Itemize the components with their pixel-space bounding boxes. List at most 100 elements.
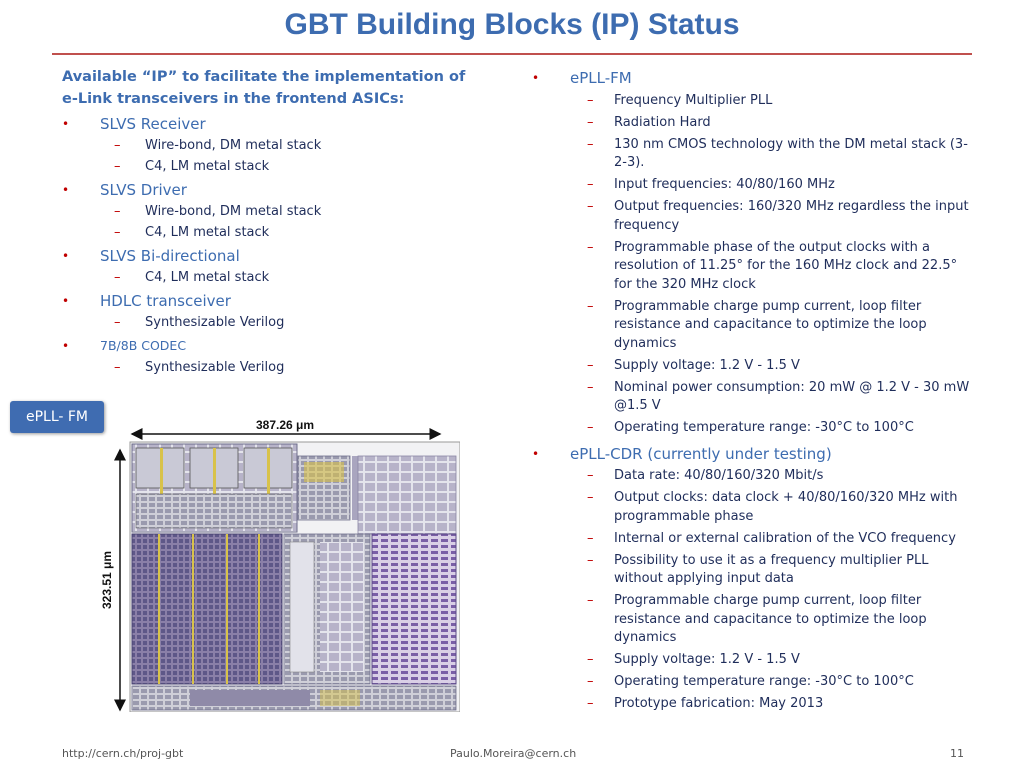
list-item-epll-fm: • ePLL-FM — [532, 68, 972, 88]
list-item-slvs-bidirectional: • SLVS Bi-directional — [62, 246, 482, 266]
dash-icon: – — [114, 225, 121, 240]
sub-item: – Radiation Hard — [532, 114, 972, 133]
dash-icon: – — [587, 379, 594, 395]
sub-item-text: Radiation Hard — [614, 114, 711, 130]
bullet-icon: • — [62, 117, 70, 131]
sub-item: – Frequency Multiplier PLL — [532, 92, 972, 111]
sub-item-text: Output clocks: data clock + 40/80/160/32… — [614, 490, 958, 524]
sub-item-text: C4, LM metal stack — [145, 270, 270, 285]
dash-icon: – — [587, 298, 594, 314]
item-label: HDLC transceiver — [100, 292, 231, 310]
sub-item: – Operating temperature range: -30°C to 1… — [532, 673, 972, 692]
sub-item-text: Supply voltage: 1.2 V - 1.5 V — [614, 357, 800, 373]
sub-item-text: Programmable charge pump current, loop f… — [614, 593, 927, 645]
bullet-icon: • — [62, 339, 70, 353]
dash-icon: – — [114, 315, 121, 330]
figure-height-label: 323.51 μm — [100, 551, 114, 609]
sub-item-text: Internal or external calibration of the … — [614, 530, 956, 546]
sub-item-text: Frequency Multiplier PLL — [614, 92, 773, 108]
intro-line-1: Available “IP” to facilitate the impleme… — [62, 69, 466, 85]
sub-item: – Input frequencies: 40/80/160 MHz — [532, 176, 972, 195]
dash-icon: – — [587, 490, 594, 505]
dash-icon: – — [587, 696, 594, 711]
bullet-icon: • — [62, 294, 70, 308]
sub-item: – Output frequencies: 160/320 MHz regardl… — [532, 198, 972, 235]
sub-item-text: Operating temperature range: -30°C to 10… — [614, 420, 914, 435]
item-label: SLVS Receiver — [100, 115, 206, 133]
item-label: 7B/8B CODEC — [100, 338, 187, 353]
dash-icon: – — [587, 593, 594, 608]
sub-item: –Programmable phase of the output clocks… — [532, 239, 972, 295]
sub-item-text: Programmable phase of the output clocks … — [614, 239, 958, 292]
dash-icon: – — [587, 552, 594, 568]
footer-url: http://cern.ch/proj-gbt — [62, 747, 184, 760]
sub-item-text: 130 nm CMOS technology with the DM metal… — [614, 136, 968, 171]
dash-icon: – — [114, 159, 121, 174]
dash-icon: – — [587, 357, 594, 373]
figure-width-label: 387.26 μm — [256, 418, 314, 432]
bullet-icon: • — [62, 249, 70, 263]
sub-item-text: Synthesizable Verilog — [145, 360, 285, 375]
sub-item: – Supply voltage: 1.2 V - 1.5 V — [532, 357, 972, 376]
list-item-slvs-driver: • SLVS Driver — [62, 180, 482, 200]
sub-item: – C4, LM metal stack — [62, 269, 482, 287]
sub-item: – Data rate: 40/80/160/320 Mbit/s — [532, 467, 972, 486]
dash-icon: – — [114, 204, 121, 219]
sub-item: – Nominal power consumption: 20 mW @ 1.2 … — [532, 379, 972, 416]
sub-item: – Prototype fabrication: May 2013 — [532, 695, 972, 714]
footer-email: Paulo.Moreira@cern.ch — [450, 747, 577, 760]
sub-item-text: Nominal power consumption: 20 mW @ 1.2 V… — [614, 379, 970, 414]
sub-item: – Synthesizable Verilog — [62, 359, 482, 377]
dash-icon: – — [587, 114, 594, 130]
item-label: SLVS Driver — [100, 181, 187, 199]
sub-item: – Wire-bond, DM metal stack — [62, 203, 482, 221]
sub-item-text: Possibility to use it as a frequency mul… — [614, 552, 929, 587]
list-item-7b8b-codec: • 7B/8B CODEC — [62, 336, 482, 356]
sub-item-text: Operating temperature range: -30°C to 10… — [614, 674, 914, 689]
sub-item-text: Wire-bond, DM metal stack — [145, 204, 322, 219]
sub-item-text: Input frequencies: 40/80/160 MHz — [614, 177, 835, 192]
sub-item: – Internal or external calibration of the… — [532, 530, 972, 549]
dash-icon: – — [587, 177, 594, 192]
sub-item-text: Output frequencies: 160/320 MHz regardle… — [614, 199, 969, 233]
sub-item: –Synthesizable Verilog — [62, 314, 482, 332]
dash-icon: – — [587, 468, 594, 483]
sub-item: – Programmable charge pump current, loop … — [532, 298, 972, 354]
dash-icon: – — [587, 674, 594, 689]
left-intro: Available “IP” to facilitate the impleme… — [62, 66, 482, 110]
right-column: • ePLL-FM – Frequency Multiplier PLL – Rad… — [532, 66, 972, 714]
list-item-epll-cdr: • ePLL-CDR (currently under testing) — [532, 444, 972, 464]
sub-item: – Output clocks: data clock + 40/80/160/3… — [532, 489, 972, 526]
dash-icon: – — [587, 652, 594, 667]
sub-item-text: Data rate: 40/80/160/320 Mbit/s — [614, 468, 824, 483]
dash-icon: – — [587, 199, 594, 214]
sub-item-text: C4, LM metal stack — [145, 159, 270, 174]
sub-item: – Operating temperature range: -30°C to 1… — [532, 419, 972, 438]
bullet-icon: • — [532, 446, 540, 461]
sub-item-text: Programmable charge pump current, loop f… — [614, 298, 927, 351]
sub-item-text: Wire-bond, DM metal stack — [145, 138, 322, 153]
dash-icon: – — [587, 136, 594, 152]
dash-icon: – — [114, 270, 121, 285]
bullet-icon: • — [62, 183, 70, 197]
sub-item-text: C4, LM metal stack — [145, 225, 270, 240]
item-label: ePLL-FM — [570, 69, 632, 87]
sub-item-text: Prototype fabrication: May 2013 — [614, 696, 824, 711]
dash-icon: – — [587, 92, 594, 108]
list-item-slvs-receiver: • SLVS Receiver — [62, 114, 482, 134]
slide-title: GBT Building Blocks (IP) Status — [284, 8, 740, 41]
item-label: SLVS Bi-directional — [100, 247, 240, 265]
sub-item-text: Supply voltage: 1.2 V - 1.5 V — [614, 652, 800, 667]
page-number: 11 — [950, 747, 964, 760]
item-label: ePLL-CDR (currently under testing) — [570, 444, 832, 463]
sub-item: – 130 nm CMOS technology with the DM meta… — [532, 136, 972, 173]
sub-item: – Programmable charge pump current, loop … — [532, 592, 972, 648]
dash-icon: – — [114, 360, 121, 375]
dash-icon: – — [587, 530, 594, 546]
chip-layout-figure: 387.26 μm 323.51 μm — [100, 418, 460, 712]
bullet-icon: • — [532, 71, 540, 85]
dash-icon: – — [587, 420, 594, 435]
sub-item: –Wire-bond, DM metal stack — [62, 137, 482, 155]
list-item-hdlc-transceiver: • HDLC transceiver — [62, 291, 482, 311]
sub-item: – C4, LM metal stack — [62, 224, 482, 242]
